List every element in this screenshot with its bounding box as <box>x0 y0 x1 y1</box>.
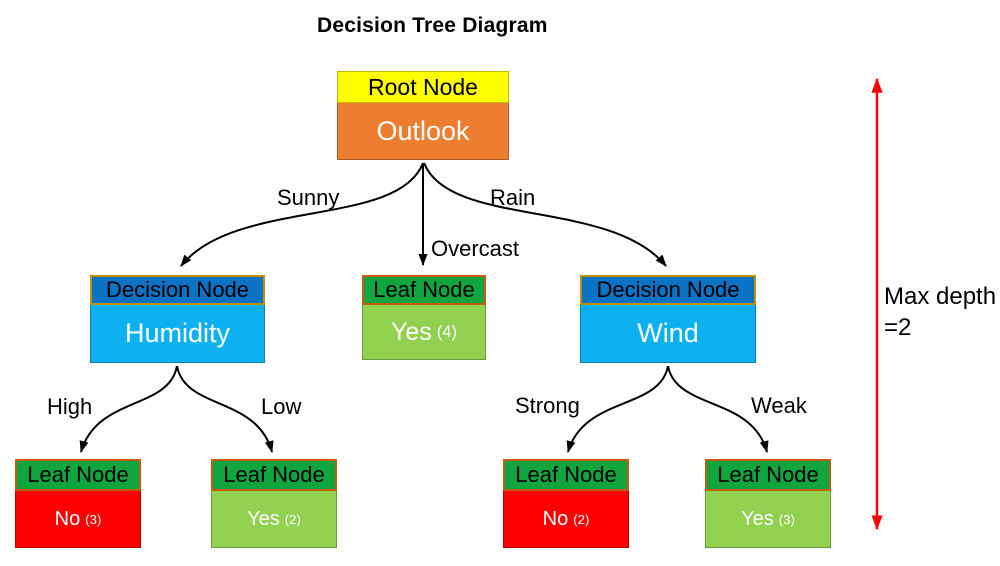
branch-label-sunny: Sunny <box>277 185 340 210</box>
leaf-node-header: Leaf Node <box>362 275 486 305</box>
leaf-node-header: Leaf Node <box>15 459 141 491</box>
leaf-node-header: Leaf Node <box>503 459 629 491</box>
leaf-count-text: (4) <box>436 322 457 341</box>
leaf-value-text: Yes <box>741 507 774 530</box>
leaf-value-text: Yes <box>391 317 432 346</box>
leaf-value-text: No <box>542 507 569 530</box>
branch-label-high: High <box>47 394 93 419</box>
leaf-count-text: (3) <box>778 511 795 527</box>
leaf-count-text: (2) <box>284 511 301 527</box>
branch-label-strong: Strong <box>515 393 580 418</box>
leaf-node-value: No (2) <box>503 491 629 548</box>
leaf-node-value: No (3) <box>15 491 141 548</box>
decision-node-header: Decision Node <box>580 275 756 305</box>
branch-label-weak: Weak <box>751 393 807 418</box>
leaf-node-value: Yes (4) <box>362 305 486 360</box>
edge-wind-strong-leaf <box>566 365 669 453</box>
max-depth-line1: Max depth <box>884 283 997 310</box>
root-node-value: Outlook <box>337 103 509 160</box>
decision-node-value: Wind <box>580 305 756 363</box>
edge-wind-weak-leaf <box>667 365 769 453</box>
leaf-node-overcast: Leaf Node Yes (4) <box>362 275 486 360</box>
leaf-node-value: Yes (2) <box>211 491 337 548</box>
edge-humidity-low-leaf <box>176 365 274 453</box>
edge-root-humidity <box>180 162 424 267</box>
edge-humidity-high-leaf <box>79 365 178 453</box>
leaf-count-text: (3) <box>85 511 102 527</box>
root-node: Root Node Outlook <box>337 71 509 160</box>
leaf-node-header: Leaf Node <box>705 459 831 491</box>
decision-node-header: Decision Node <box>90 275 265 305</box>
leaf-node-high: Leaf Node No (3) <box>15 459 141 548</box>
root-node-header: Root Node <box>337 71 509 103</box>
leaf-node-strong: Leaf Node No (2) <box>503 459 629 548</box>
leaf-value-text: Yes <box>247 507 280 530</box>
leaf-value-text: No <box>54 507 81 530</box>
leaf-node-weak: Leaf Node Yes (3) <box>705 459 831 548</box>
leaf-count-text: (2) <box>573 511 590 527</box>
branch-label-rain: Rain <box>490 185 536 210</box>
max-depth-annotation: Max depth =2 <box>884 281 996 343</box>
page-title: Decision Tree Diagram <box>317 14 548 37</box>
edge-root-wind <box>423 162 667 267</box>
leaf-node-value: Yes (3) <box>705 491 831 548</box>
decision-node-wind: Decision Node Wind <box>580 275 756 363</box>
decision-node-humidity: Decision Node Humidity <box>90 275 265 363</box>
max-depth-line2: =2 <box>884 314 912 341</box>
branch-label-overcast: Overcast <box>431 236 520 261</box>
leaf-node-header: Leaf Node <box>211 459 337 491</box>
decision-node-value: Humidity <box>90 305 265 363</box>
leaf-node-low: Leaf Node Yes (2) <box>211 459 337 548</box>
branch-label-low: Low <box>261 394 302 419</box>
